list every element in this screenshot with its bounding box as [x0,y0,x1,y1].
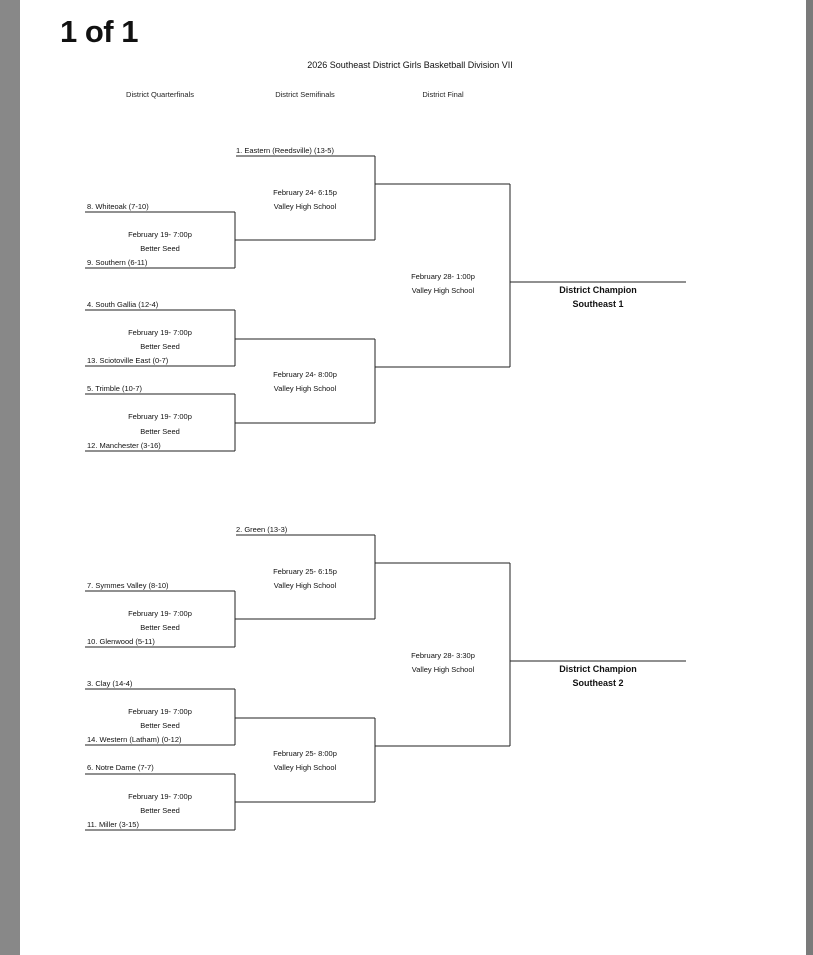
qf-game-date: February 19- 7:00p [128,707,192,716]
viewer-scrollbar-gutter[interactable] [806,0,813,955]
qf-team: 13. Sciotoville East (0-7) [87,356,169,365]
champion-slot-1: Southeast 1 [572,299,624,309]
sf-game-2-site: Valley High School [273,384,337,393]
sf-game-3-site: Valley High School [273,581,337,590]
qf-game-site: Better Seed [140,623,180,632]
qf-team: 8. Whiteoak (7-10) [87,202,149,211]
champion-slot-2: Southeast 2 [572,678,624,688]
qf-team: 6. Notre Dame (7-7) [87,763,154,772]
sf-game-2-date: February 24- 8:00p [273,370,337,379]
qf-game-site: Better Seed [140,342,180,351]
sf-game-1-date: February 24- 6:15p [273,188,337,197]
final-game-1-date: February 28- 1:00p [411,272,475,281]
qf-team: 9. Southern (6-11) [87,258,148,267]
qf-game-date: February 19- 7:00p [128,792,192,801]
qf-team: 12. Manchester (3-16) [87,441,161,450]
sf-game-3-date: February 25- 6:15p [273,567,337,576]
qf-game-site: Better Seed [140,806,180,815]
round-label-semifinals: District Semifinals [275,90,335,99]
qf-game-date: February 19- 7:00p [128,230,192,239]
qf-game-site: Better Seed [140,721,180,730]
qf-game-date: February 19- 7:00p [128,328,192,337]
qf-team: 4. South Gallia (12-4) [87,300,159,309]
final-game-2-site: Valley High School [411,665,475,674]
sf-game-4-date: February 25- 8:00p [273,749,337,758]
qf-team: 10. Glenwood (5-11) [87,637,155,646]
round-label-final: District Final [422,90,464,99]
sf-game-4-site: Valley High School [273,763,337,772]
qf-team: 11. Miller (3-15) [87,820,139,829]
qf-game-date: February 19- 7:00p [128,609,192,618]
final-game-2-date: February 28- 3:30p [411,651,475,660]
bye-team-1: 1. Eastern (Reedsville) (13-5) [236,146,334,155]
bracket-title: 2026 Southeast District Girls Basketball… [307,60,513,70]
champion-label-1: District Champion [559,285,637,295]
qf-game-site: Better Seed [140,427,180,436]
qf-game-date: February 19- 7:00p [128,412,192,421]
final-game-1-site: Valley High School [411,286,475,295]
document-page [20,0,806,955]
qf-team: 3. Clay (14-4) [87,679,133,688]
qf-team: 7. Symmes Valley (8-10) [87,581,169,590]
qf-team: 5. Trimble (10-7) [87,384,143,393]
qf-team: 14. Western (Latham) (0-12) [87,735,182,744]
bye-team-2: 2. Green (13-3) [236,525,288,534]
page-indicator: 1 of 1 [60,14,138,49]
qf-game-site: Better Seed [140,244,180,253]
sf-game-1-site: Valley High School [273,202,337,211]
round-label-quarterfinals: District Quarterfinals [126,90,194,99]
champion-label-2: District Champion [559,664,637,674]
